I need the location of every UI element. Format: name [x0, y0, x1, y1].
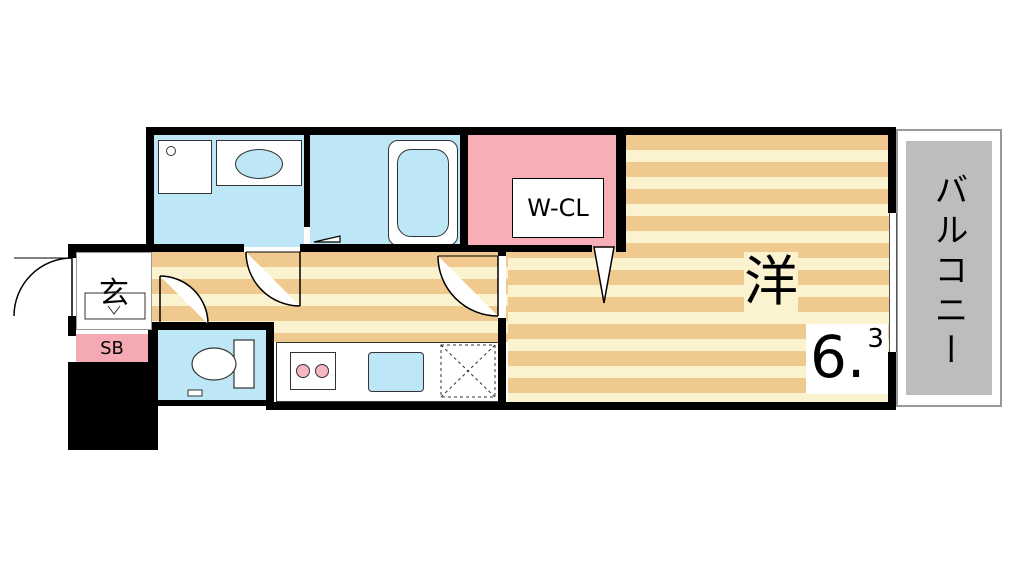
wall-entrance-left-lower	[68, 316, 76, 336]
burner-left-icon	[296, 364, 310, 378]
wall-toilet-top	[152, 322, 274, 330]
wall-stair-block	[68, 362, 156, 450]
bath-door-icon	[313, 235, 341, 243]
balcony-floor	[906, 141, 992, 395]
wash-basin	[216, 140, 302, 186]
window-right	[889, 213, 897, 352]
balcony-label: バルコニー	[928, 172, 968, 372]
bathtub-basin-icon	[397, 149, 449, 237]
wall-bottom	[266, 402, 896, 410]
wall-toilet-bottom	[152, 400, 274, 406]
burner-right-icon	[315, 364, 329, 378]
western-room-size-decimal: 3	[867, 324, 884, 354]
wall-top	[146, 127, 896, 135]
refrigerator-space-icon	[440, 344, 496, 398]
wall-room-partition	[498, 252, 506, 410]
wall-entrance-top	[68, 244, 154, 252]
western-room-size-box: 6. 3	[806, 324, 888, 394]
walk-in-closet-label: W-CL	[527, 194, 589, 222]
wall-left-wet	[146, 127, 154, 249]
front-door-swing-icon	[13, 257, 73, 317]
western-room-label: 洋	[744, 250, 798, 313]
entrance-step-icon	[84, 292, 146, 320]
closet-door-swing-icon	[593, 246, 615, 304]
toilet-icon	[187, 339, 255, 397]
western-room-size: 6.	[810, 323, 866, 391]
shoe-box-label: SB	[100, 337, 124, 359]
wall-entrance-right	[148, 330, 158, 450]
room-door-opening	[498, 256, 506, 318]
wall-toilet-right	[266, 322, 274, 410]
kitchen-sink	[368, 352, 424, 392]
wall-wet-bottom-b	[300, 244, 468, 252]
wall-entrance-left-upper	[68, 244, 76, 258]
bathtub	[388, 140, 458, 246]
basin-bowl-icon	[235, 149, 283, 179]
washroom-door-swing-icon	[245, 251, 301, 307]
wall-closet-bottom	[468, 245, 592, 252]
wall-right-lower	[888, 352, 896, 410]
wall-wet-bottom-a	[146, 244, 244, 252]
washer-drain-icon	[166, 146, 176, 156]
toilet-door-swing-icon	[159, 275, 209, 325]
walk-in-closet-label-box: W-CL	[512, 178, 604, 238]
wall-wash-bath	[304, 127, 310, 227]
balcony	[896, 129, 1002, 407]
wall-closet-right	[616, 127, 626, 252]
wall-bath-closet	[460, 127, 468, 252]
room-door-swing-icon	[437, 255, 499, 317]
wall-right-upper	[888, 127, 896, 213]
stove	[290, 352, 336, 390]
shoe-box: SB	[76, 334, 148, 362]
